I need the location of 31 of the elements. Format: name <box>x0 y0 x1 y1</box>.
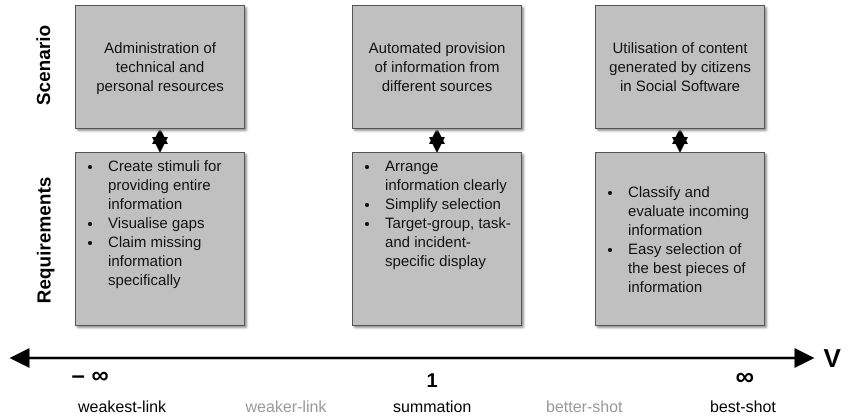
bullet-item: Easy selection of the best pieces of information <box>602 240 758 297</box>
scale-value: ∞ <box>736 360 754 392</box>
bullet-item: Target-group, task- and incident-specific display <box>359 214 515 271</box>
scale-value: 1 <box>426 370 438 392</box>
scenario-box <box>595 5 765 129</box>
bullet-item: Classify and evaluate incoming information <box>602 183 758 240</box>
box-text: Automated provision of information from different sources <box>368 38 506 96</box>
scenario-box <box>352 5 522 129</box>
row-label: Scenario <box>34 24 56 106</box>
scale-label: better-shot <box>546 399 622 417</box>
requirements-box <box>352 152 522 326</box>
requirements-box <box>595 152 765 326</box>
box-text: Utilisation of content generated by citizens in Social Software <box>608 38 752 96</box>
scale-value: – ∞ <box>72 362 109 390</box>
scenario-box <box>75 5 245 129</box>
double-arrow <box>152 128 168 153</box>
scale-label: weaker-link <box>246 399 326 417</box>
scale-label: summation <box>393 399 472 417</box>
bullet-item: Visualise gaps <box>82 214 238 233</box>
box-text: Administration of technical and personal resources <box>95 38 225 96</box>
bullet-item: Create stimuli for providing entire information <box>82 157 238 214</box>
double-arrow <box>672 128 688 153</box>
axis-label: V <box>824 342 841 374</box>
scale-label: weakest-link <box>78 399 166 417</box>
requirements-box <box>75 152 245 326</box>
bullet-item: Claim missing information specifically <box>82 233 238 290</box>
bullet-item: Arrange information clearly <box>359 157 515 195</box>
bullet-item: Simplify selection <box>359 195 515 214</box>
double-arrow <box>429 128 445 153</box>
scale-label: best-shot <box>710 399 776 417</box>
row-label: Requirements <box>34 176 56 304</box>
